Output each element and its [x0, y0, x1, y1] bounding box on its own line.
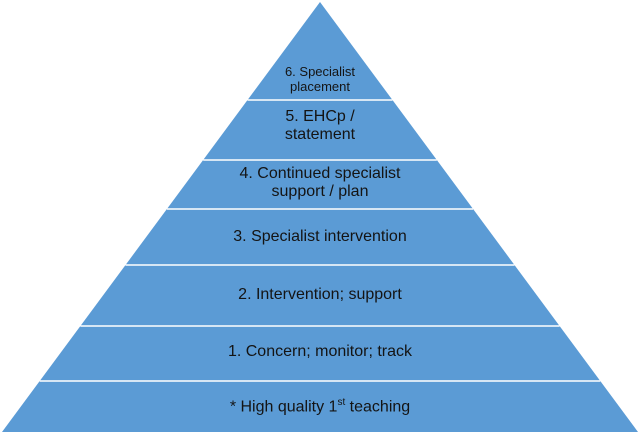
base-level-label: * High quality 1st teaching [0, 397, 640, 417]
level-6-label: 6. Specialist placement [0, 64, 640, 95]
base-level-text: * High quality 1 [229, 398, 338, 416]
level-6-line2: placement [290, 78, 350, 94]
level-1-label: 1. Concern; monitor; track [227, 343, 413, 360]
level-5-label: 5. EHCp / statement [0, 108, 640, 145]
level-3-label: 3. Specialist intervention [233, 228, 407, 245]
level-4-line2: support / plan [271, 183, 369, 201]
base-level-superscript: st [337, 397, 346, 408]
level-5-line1: 5. EHCp / [285, 108, 355, 125]
level-4-label: 4. Continued specialist support / plan [0, 165, 640, 202]
base-level-text-end: teaching [345, 398, 411, 416]
level-5-line2: statement [284, 126, 356, 144]
level-4-line1: 4. Continued specialist [239, 165, 401, 182]
level-6-line1: 6. Specialist [284, 64, 356, 79]
level-2-label: 2. Intervention; support [238, 286, 402, 303]
